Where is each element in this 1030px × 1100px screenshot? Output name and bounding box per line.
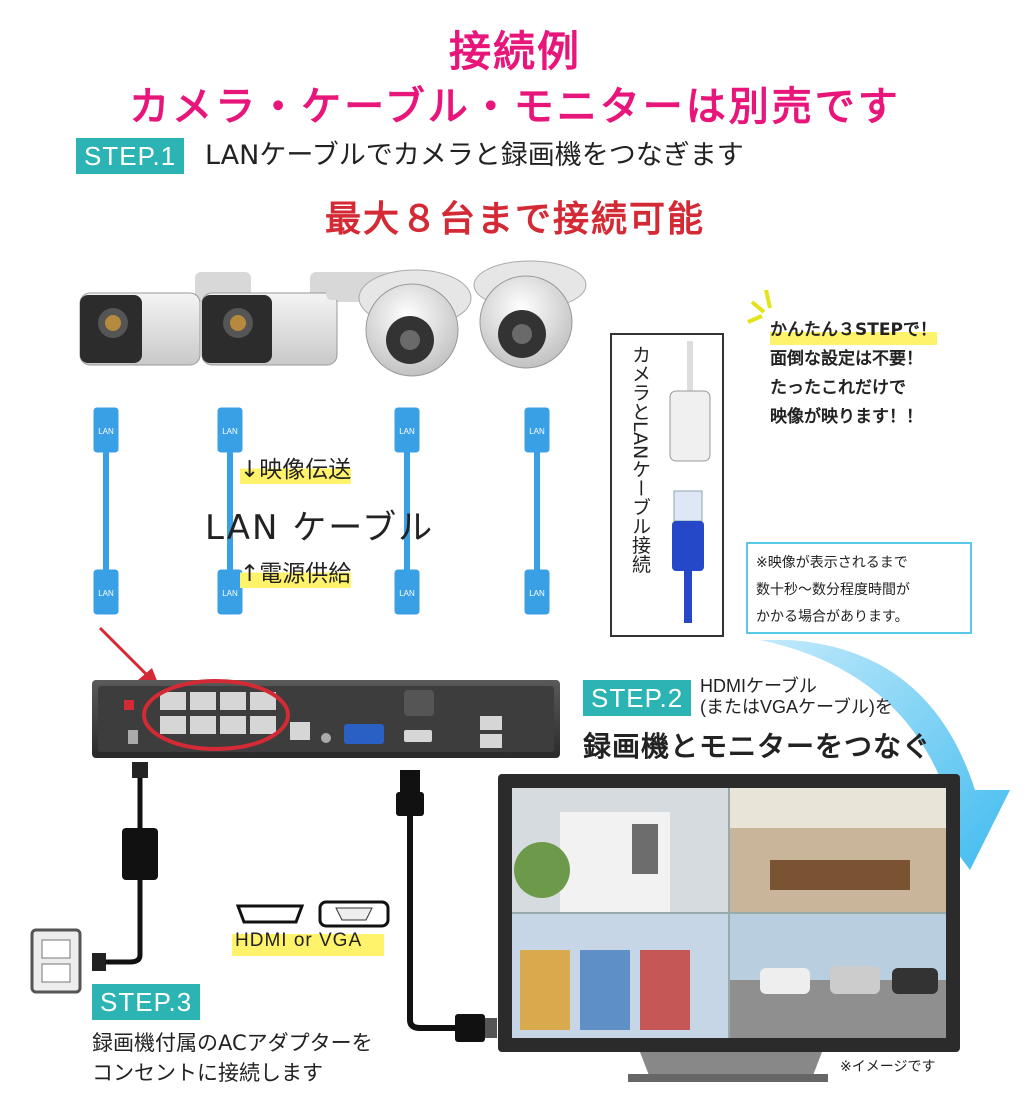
lan-plug-label: LAN	[98, 589, 114, 598]
lan-plug-label: LAN	[399, 427, 415, 436]
easy-message-line: 面倒な設定は不要！	[770, 349, 923, 369]
lan-cables	[93, 407, 550, 615]
connection-detail-illustration	[669, 341, 711, 623]
lan-cable-1	[93, 407, 119, 615]
poe-ports	[160, 692, 276, 734]
power-supply-label: ↑電源供給	[240, 554, 352, 588]
step2-text-line: HDMIケーブル	[700, 676, 817, 696]
nvr-recorder	[92, 679, 560, 758]
hdmi-vga-label: HDMI or VGA	[235, 930, 363, 951]
step3-text-line: 録画機付属のACアダプターを	[92, 1031, 373, 1055]
notice-box: ※映像が表示されるまで 数十秒～数分程度時間が かかる場合があります。	[746, 542, 972, 634]
page-subtitle: カメラ・ケーブル・モニターは別売です	[129, 84, 901, 130]
step3-text: 録画機付属のACアダプターを コンセントに接続します	[92, 1028, 373, 1088]
lan-plug-label: LAN	[222, 589, 238, 598]
easy-message: かんたん３STEPで！ 面倒な設定は不要！ たったこれだけで 映像が映ります！！	[770, 316, 937, 432]
connection-detail-box	[610, 333, 724, 637]
lan-cable-4	[524, 407, 550, 615]
lan-cable-3	[394, 407, 420, 615]
notice-line: ※映像が表示されるまで	[756, 555, 908, 571]
monitor	[498, 774, 960, 1082]
lan-plug-label: LAN	[222, 427, 238, 436]
connection-detail-text: カメラとLANケーブル接続	[629, 345, 651, 574]
red-arrow	[98, 626, 160, 688]
lan-cable-2	[217, 407, 243, 615]
lan-cable-label: LAN ケーブル	[205, 508, 435, 548]
hdmi-vga-highlight	[232, 934, 384, 956]
step2-text: 録画機とモニターをつなぐ	[583, 730, 932, 763]
step2-badge: STEP.2	[583, 680, 692, 716]
step3-badge: STEP.3	[92, 984, 201, 1020]
step1-badge: STEP.1	[76, 138, 185, 174]
vga-port-icon	[318, 900, 390, 928]
easy-message-line: たったこれだけで	[770, 378, 906, 398]
lan-plug-label: LAN	[399, 589, 415, 598]
ac-adapter	[92, 762, 158, 971]
image-note: ※イメージです	[840, 1059, 936, 1075]
notice-line: 数十秒～数分程度時間が	[756, 582, 910, 598]
hdmi-port-icon	[235, 904, 305, 924]
power-outlet	[30, 928, 82, 994]
dome-camera-2	[473, 260, 587, 369]
step3-text-line: コンセントに接続します	[92, 1061, 323, 1085]
step2-subtext: HDMIケーブル (またはVGAケーブル)を	[700, 676, 893, 718]
bullet-camera-2	[201, 272, 366, 366]
port-highlight-circle	[142, 679, 290, 751]
max-cameras-text: 最大８台まで接続可能	[324, 199, 705, 240]
step1-text: LANケーブルでカメラと録画機をつなぎます	[205, 140, 744, 171]
dome-camera-1	[326, 269, 472, 377]
hdmi-cable	[396, 770, 497, 1042]
bullet-camera-1	[79, 272, 251, 366]
video-transmission-label: ↓映像伝送	[240, 450, 352, 484]
lan-plug-label: LAN	[529, 427, 545, 436]
burst-decoration	[747, 289, 772, 324]
easy-message-line: 映像が映ります！！	[770, 407, 923, 427]
notice-line: かかる場合があります。	[756, 609, 909, 625]
page-title: 接続例	[448, 27, 581, 76]
step2-text-line: (またはVGAケーブル)を	[700, 697, 893, 717]
easy-message-line: かんたん３STEPで！	[770, 316, 937, 345]
lan-plug-label: LAN	[529, 589, 545, 598]
lan-plug-label: LAN	[98, 427, 114, 436]
